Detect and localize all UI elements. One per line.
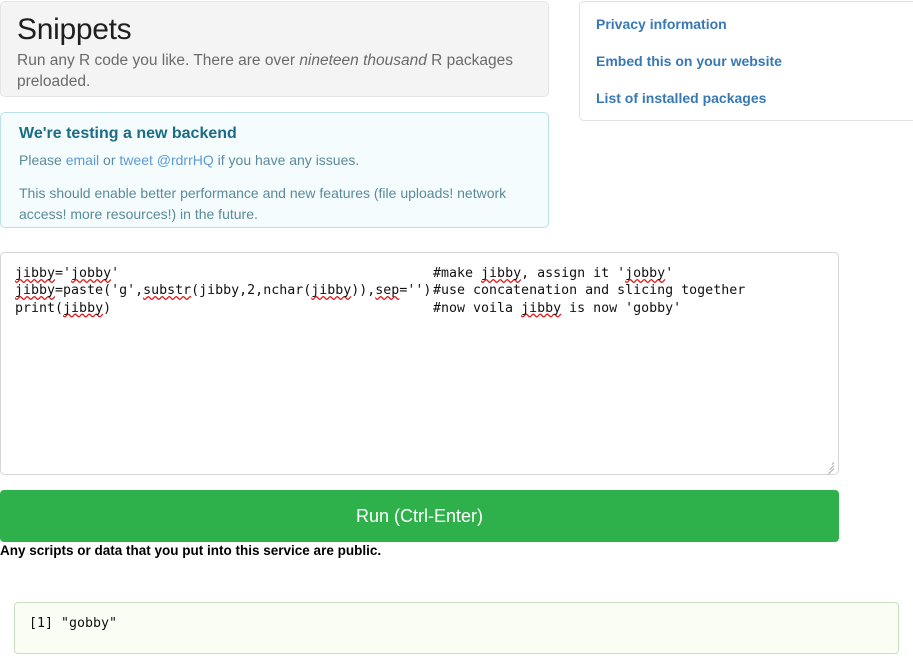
code-column-statements: jibby='jobby' jibby=paste('g',substr(jib… xyxy=(15,266,432,316)
alert-text-issues: if you have any issues. xyxy=(213,152,360,168)
page-description-suffix: R packages preloaded. xyxy=(17,52,514,90)
sidebar-links-panel: Privacy information Embed this on your w… xyxy=(579,1,913,121)
code-content: jibby='jobby' jibby=paste('g',substr(jib… xyxy=(1,253,838,316)
sidebar-link-embed-this-on-your-website[interactable]: Embed this on your website xyxy=(596,53,782,69)
code-token-substr: substr xyxy=(143,283,192,299)
code-editor-wrapper: jibby='jobby' jibby=paste('g',substr(jib… xyxy=(0,252,839,475)
code-token-jibby: jibby xyxy=(15,283,56,299)
alert-features-line: This should enable better performance an… xyxy=(19,185,507,222)
page-description: Run any R code you like. There are over … xyxy=(17,50,532,92)
alert-heading: We're testing a new backend xyxy=(19,125,237,142)
code-token-jibby: jibby xyxy=(481,266,522,281)
console-output-text: [1] "gobby" xyxy=(29,616,118,631)
page-header-panel: Snippets Run any R code you like. There … xyxy=(0,1,549,97)
backend-notice-alert: We're testing a new backend Please email… xyxy=(0,112,549,228)
alert-tweet-link[interactable]: tweet @rdrrHQ xyxy=(119,152,214,168)
sidebar-link-privacy-information[interactable]: Privacy information xyxy=(596,16,727,32)
code-token-jibby: jibby xyxy=(63,300,104,316)
alert-text-or: or xyxy=(99,152,120,168)
alert-email-link[interactable]: email xyxy=(65,152,100,168)
page-title: Snippets xyxy=(17,13,132,46)
page-description-emphasis: nineteen thousand xyxy=(299,52,427,69)
code-editor-textarea[interactable]: jibby='jobby' jibby=paste('g',substr(jib… xyxy=(0,252,839,475)
code-token-jibby: jibby xyxy=(521,300,562,316)
code-token-jobby: jobby xyxy=(625,266,666,281)
console-output-panel: [1] "gobby" xyxy=(14,602,899,654)
sidebar-link-list-of-installed-packages[interactable]: List of installed packages xyxy=(596,90,767,106)
code-token-sep: sep xyxy=(375,283,400,299)
textarea-resize-handle[interactable] xyxy=(822,458,836,474)
alert-text-please: Please xyxy=(19,152,66,168)
run-button[interactable]: Run (Ctrl-Enter) xyxy=(0,490,839,542)
alert-contact-line: Please email or tweet @rdrrHQ if you hav… xyxy=(19,150,532,171)
code-token-jobby: jobby xyxy=(71,266,112,281)
code-column-comments: #make jibby, assign it 'jobby' #use conc… xyxy=(433,266,746,316)
page-description-prefix: Run any R code you like. There are over xyxy=(17,52,300,69)
code-token-jibby: jibby xyxy=(15,266,56,281)
public-data-notice: Any scripts or data that you put into th… xyxy=(0,543,382,558)
code-token-jibby: jibby xyxy=(311,283,352,299)
